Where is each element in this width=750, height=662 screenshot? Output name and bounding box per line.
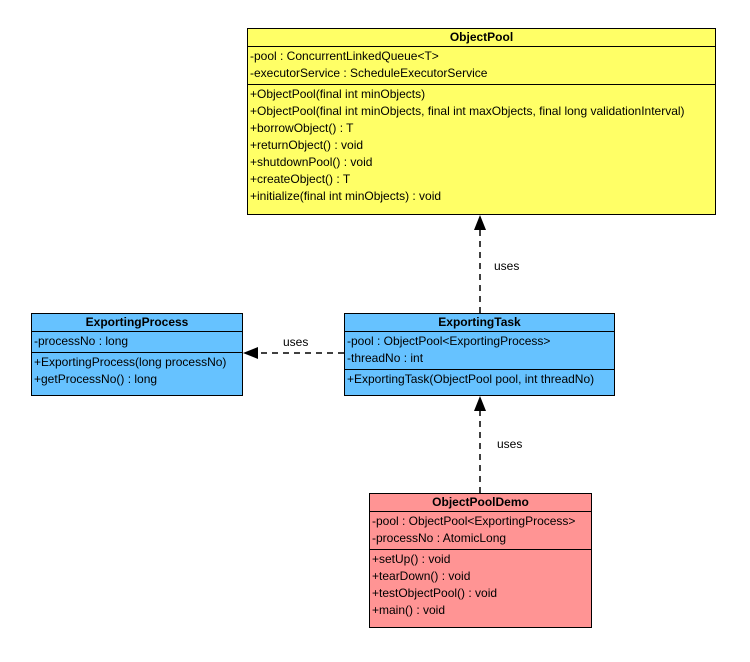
class-exportingprocess-attributes: -processNo : long <box>32 332 242 353</box>
class-objectpool[interactable]: ObjectPool -pool : ConcurrentLinkedQueue… <box>247 28 716 215</box>
class-exportingtask-operations: +ExportingTask(ObjectPool pool, int thre… <box>345 370 614 390</box>
class-objectpool-name: ObjectPool <box>248 29 715 47</box>
class-objectpooldemo-attributes: -pool : ObjectPool<ExportingProcess> -pr… <box>370 512 591 550</box>
class-exportingprocess-operations: +ExportingProcess(long processNo) +getPr… <box>32 353 242 390</box>
class-exportingtask-attributes: -pool : ObjectPool<ExportingProcess> -th… <box>345 332 614 370</box>
operation: +ExportingTask(ObjectPool pool, int thre… <box>347 372 595 386</box>
operation: +getProcessNo() : long <box>34 372 158 386</box>
attribute: -processNo : AtomicLong <box>372 531 507 545</box>
operation: +testObjectPool() : void <box>372 586 498 600</box>
attribute: -processNo : long <box>34 334 129 348</box>
operation: +main() : void <box>372 603 446 617</box>
operation: +shutdownPool() : void <box>250 155 373 169</box>
operation: +borrowObject() : T <box>250 121 354 135</box>
relation-demo-to-task-arrowhead <box>474 396 486 411</box>
class-exportingprocess-name: ExportingProcess <box>32 314 242 332</box>
relation-demo-to-task-label: uses <box>497 437 522 451</box>
operation: +returnObject() : void <box>250 138 364 152</box>
attribute: -pool : ObjectPool<ExportingProcess> <box>347 334 551 348</box>
operation: +ObjectPool(final int minObjects, final … <box>250 104 685 118</box>
class-objectpool-attributes: -pool : ConcurrentLinkedQueue<T> -execut… <box>248 47 715 85</box>
operation: +createObject() : T <box>250 172 351 186</box>
operation: +setUp() : void <box>372 552 451 566</box>
class-objectpool-operations: +ObjectPool(final int minObjects) +Objec… <box>248 85 715 207</box>
class-objectpooldemo-operations: +setUp() : void +tearDown() : void +test… <box>370 550 591 621</box>
operation: +initialize(final int minObjects) : void <box>250 189 442 203</box>
relation-task-to-pool-label: uses <box>494 259 519 273</box>
class-exportingtask-name: ExportingTask <box>345 314 614 332</box>
relation-task-to-process-label: uses <box>283 335 308 349</box>
class-exportingprocess[interactable]: ExportingProcess -processNo : long +Expo… <box>31 313 243 396</box>
attribute: -pool : ConcurrentLinkedQueue<T> <box>250 49 439 63</box>
operation: +tearDown() : void <box>372 569 471 583</box>
attribute: -executorService : ScheduleExecutorServi… <box>250 66 488 80</box>
operation: +ObjectPool(final int minObjects) <box>250 87 426 101</box>
relation-task-to-pool-arrowhead <box>474 215 486 230</box>
operation: +ExportingProcess(long processNo) <box>34 355 227 369</box>
class-objectpooldemo-name: ObjectPoolDemo <box>370 494 591 512</box>
class-objectpooldemo[interactable]: ObjectPoolDemo -pool : ObjectPool<Export… <box>369 493 592 628</box>
class-exportingtask[interactable]: ExportingTask -pool : ObjectPool<Exporti… <box>344 313 615 396</box>
relation-task-to-process-arrowhead <box>243 347 258 359</box>
attribute: -pool : ObjectPool<ExportingProcess> <box>372 514 576 528</box>
attribute: -threadNo : int <box>347 351 424 365</box>
